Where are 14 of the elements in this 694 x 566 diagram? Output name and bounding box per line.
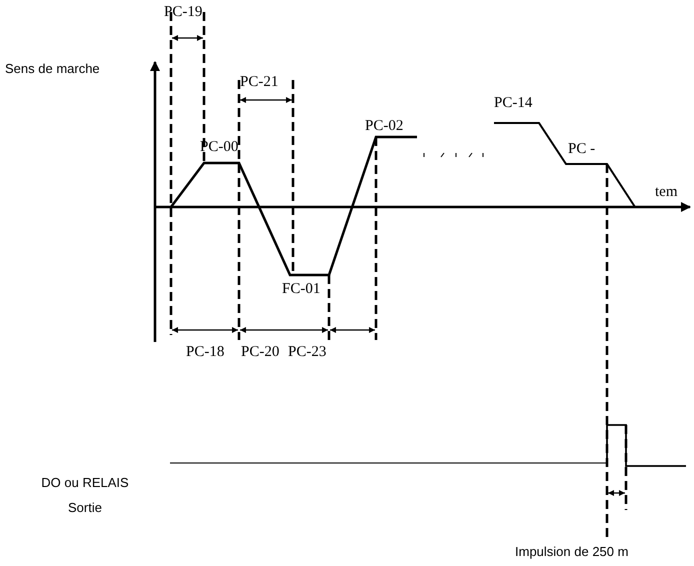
parameter-label: PC-02 — [365, 118, 404, 136]
pulse-duration-label: Impulsion de 250 m — [515, 545, 628, 560]
axis-label: Sens de marche — [5, 62, 100, 77]
axis-label: tem — [655, 184, 678, 202]
parameter-label: PC-20 — [241, 344, 280, 362]
parameter-label: PC - — [568, 141, 596, 158]
signal-label: DO ou RELAIS Sortie — [40, 474, 130, 517]
parameter-label: PC-21 — [240, 74, 278, 92]
parameter-label: PC-18 — [186, 344, 224, 362]
parameter-label: PC-00 — [200, 139, 238, 156]
parameter-label: PC-14 — [494, 95, 532, 112]
parameter-label: FC-01 — [282, 281, 320, 298]
parameter-label: PC-19 — [164, 4, 202, 22]
parameter-label: PC-23 — [288, 344, 326, 362]
